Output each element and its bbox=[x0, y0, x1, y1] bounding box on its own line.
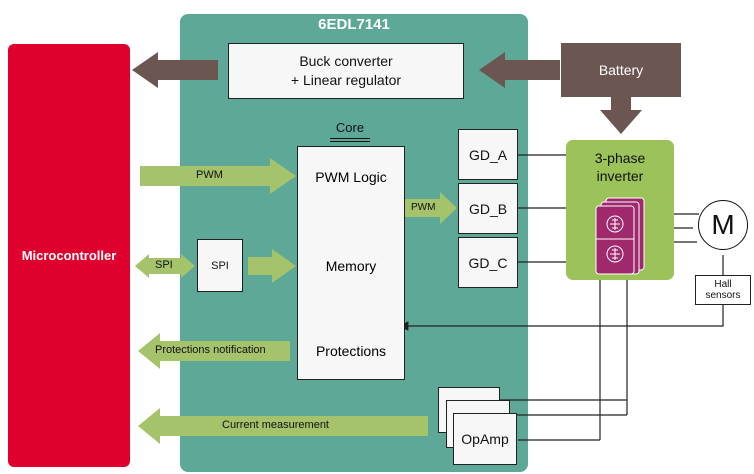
inverter-block: 3-phase inverter bbox=[566, 140, 674, 280]
hall-feedback-wire bbox=[398, 304, 724, 331]
current-measurement-label: Current measurement bbox=[222, 419, 329, 431]
gate-driver-b: GD_B bbox=[458, 183, 518, 234]
core-title: Core bbox=[335, 120, 365, 135]
pwm-arrow-in bbox=[140, 158, 296, 194]
motor-symbol: M bbox=[698, 200, 748, 250]
memory-label: Memory bbox=[325, 258, 377, 274]
hall-sensors-block: Hall sensors bbox=[695, 275, 751, 305]
spi-arrow-label: SPI bbox=[155, 259, 173, 271]
inverter-label-1: 3-phase bbox=[594, 150, 646, 166]
regulator-line-2: + Linear regulator bbox=[290, 72, 402, 88]
power-arrow-to-mcu bbox=[132, 52, 218, 88]
battery-arrow-to-regulator bbox=[479, 52, 560, 88]
protections-label: Protections bbox=[315, 343, 387, 359]
gate-driver-c: GD_C bbox=[458, 237, 518, 288]
core-block: PWM Logic Memory Protections bbox=[297, 146, 405, 380]
regulator-line-1: Buck converter bbox=[299, 53, 393, 69]
core-title-underline bbox=[330, 138, 370, 142]
spi-arrow-bidirectional bbox=[135, 254, 195, 278]
chip-title: 6EDL7141 bbox=[318, 16, 390, 33]
regulator-block: Buck converter + Linear regulator bbox=[228, 43, 464, 99]
spi-block: SPI bbox=[197, 239, 243, 292]
gate-driver-c-label: GD_C bbox=[468, 254, 508, 271]
pwm-in-label: PWM bbox=[196, 169, 223, 181]
mosfet-stack-icon bbox=[595, 197, 645, 275]
gate-driver-a-label: GD_A bbox=[468, 146, 508, 163]
spi-block-label: SPI bbox=[211, 259, 229, 272]
pwm-out-label: PWM bbox=[411, 202, 436, 213]
pwm-arrow-out bbox=[405, 192, 457, 224]
opamp-label: OpAmp bbox=[461, 431, 509, 447]
gate-driver-b-label: GD_B bbox=[468, 200, 508, 217]
spi-arrow-to-core bbox=[248, 249, 296, 283]
hall-label-2: sensors bbox=[705, 290, 741, 301]
motor-label: M bbox=[711, 209, 735, 240]
protections-notification-label: Protections notification bbox=[155, 344, 266, 356]
battery-arrow-to-inverter bbox=[600, 97, 642, 134]
battery-label: Battery bbox=[598, 62, 644, 78]
microcontroller-label: Microcontroller bbox=[21, 248, 117, 263]
current-measurement-arrow bbox=[138, 408, 428, 444]
battery-block: Battery bbox=[561, 43, 681, 97]
hall-label-1: Hall bbox=[714, 279, 732, 290]
pwm-logic-label: PWM Logic bbox=[315, 169, 387, 185]
protections-arrow bbox=[138, 333, 290, 369]
inverter-label-2: inverter bbox=[596, 168, 644, 184]
gate-driver-a: GD_A bbox=[458, 129, 518, 180]
opamp-block-front: OpAmp bbox=[453, 413, 517, 465]
microcontroller-block: Microcontroller bbox=[8, 44, 130, 467]
